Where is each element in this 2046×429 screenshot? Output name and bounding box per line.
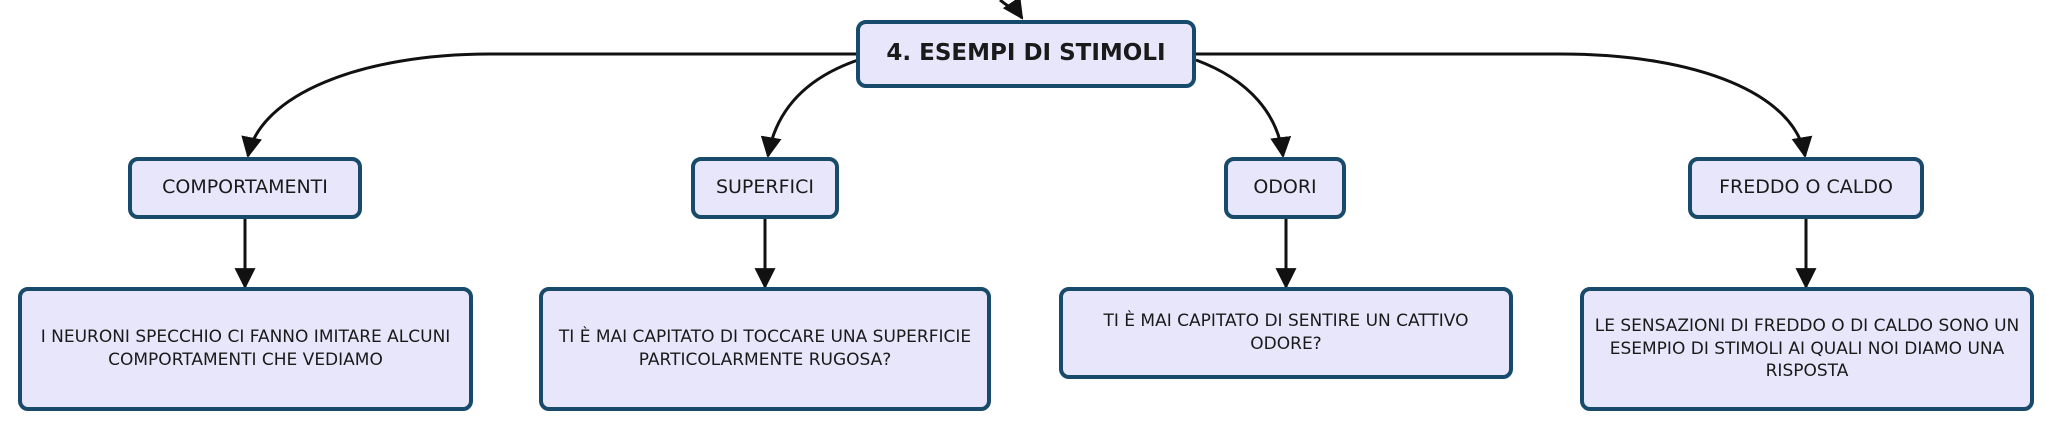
category-node-odori[interactable]: ODORI — [1224, 157, 1346, 219]
root-node[interactable]: 4. ESEMPI DI STIMOLI — [856, 20, 1196, 88]
category-node-superfici[interactable]: SUPERFICI — [691, 157, 839, 219]
connector-root-superfici — [760, 58, 859, 159]
description-node-comportamenti[interactable]: I NEURONI SPECCHIO CI FANNO IMITARE ALCU… — [18, 287, 473, 411]
description-node-freddo-o-caldo[interactable]: LE SENSAZIONI DI FREDDO O DI CALDO SONO … — [1580, 287, 2034, 411]
description-node-superfici[interactable]: TI È MAI CAPITATO DI TOCCARE UNA SUPERFI… — [539, 287, 991, 411]
connector-incoming — [999, 0, 1024, 20]
connector-root-comportamenti — [241, 52, 858, 159]
connector-root-freddo — [1196, 52, 1813, 159]
category-node-comportamenti[interactable]: COMPORTAMENTI — [128, 157, 362, 219]
description-node-odori[interactable]: TI È MAI CAPITATO DI SENTIRE UN CATTIVO … — [1059, 287, 1513, 379]
connector-root-odori — [1195, 58, 1292, 159]
category-node-freddo-o-caldo[interactable]: FREDDO O CALDO — [1688, 157, 1924, 219]
